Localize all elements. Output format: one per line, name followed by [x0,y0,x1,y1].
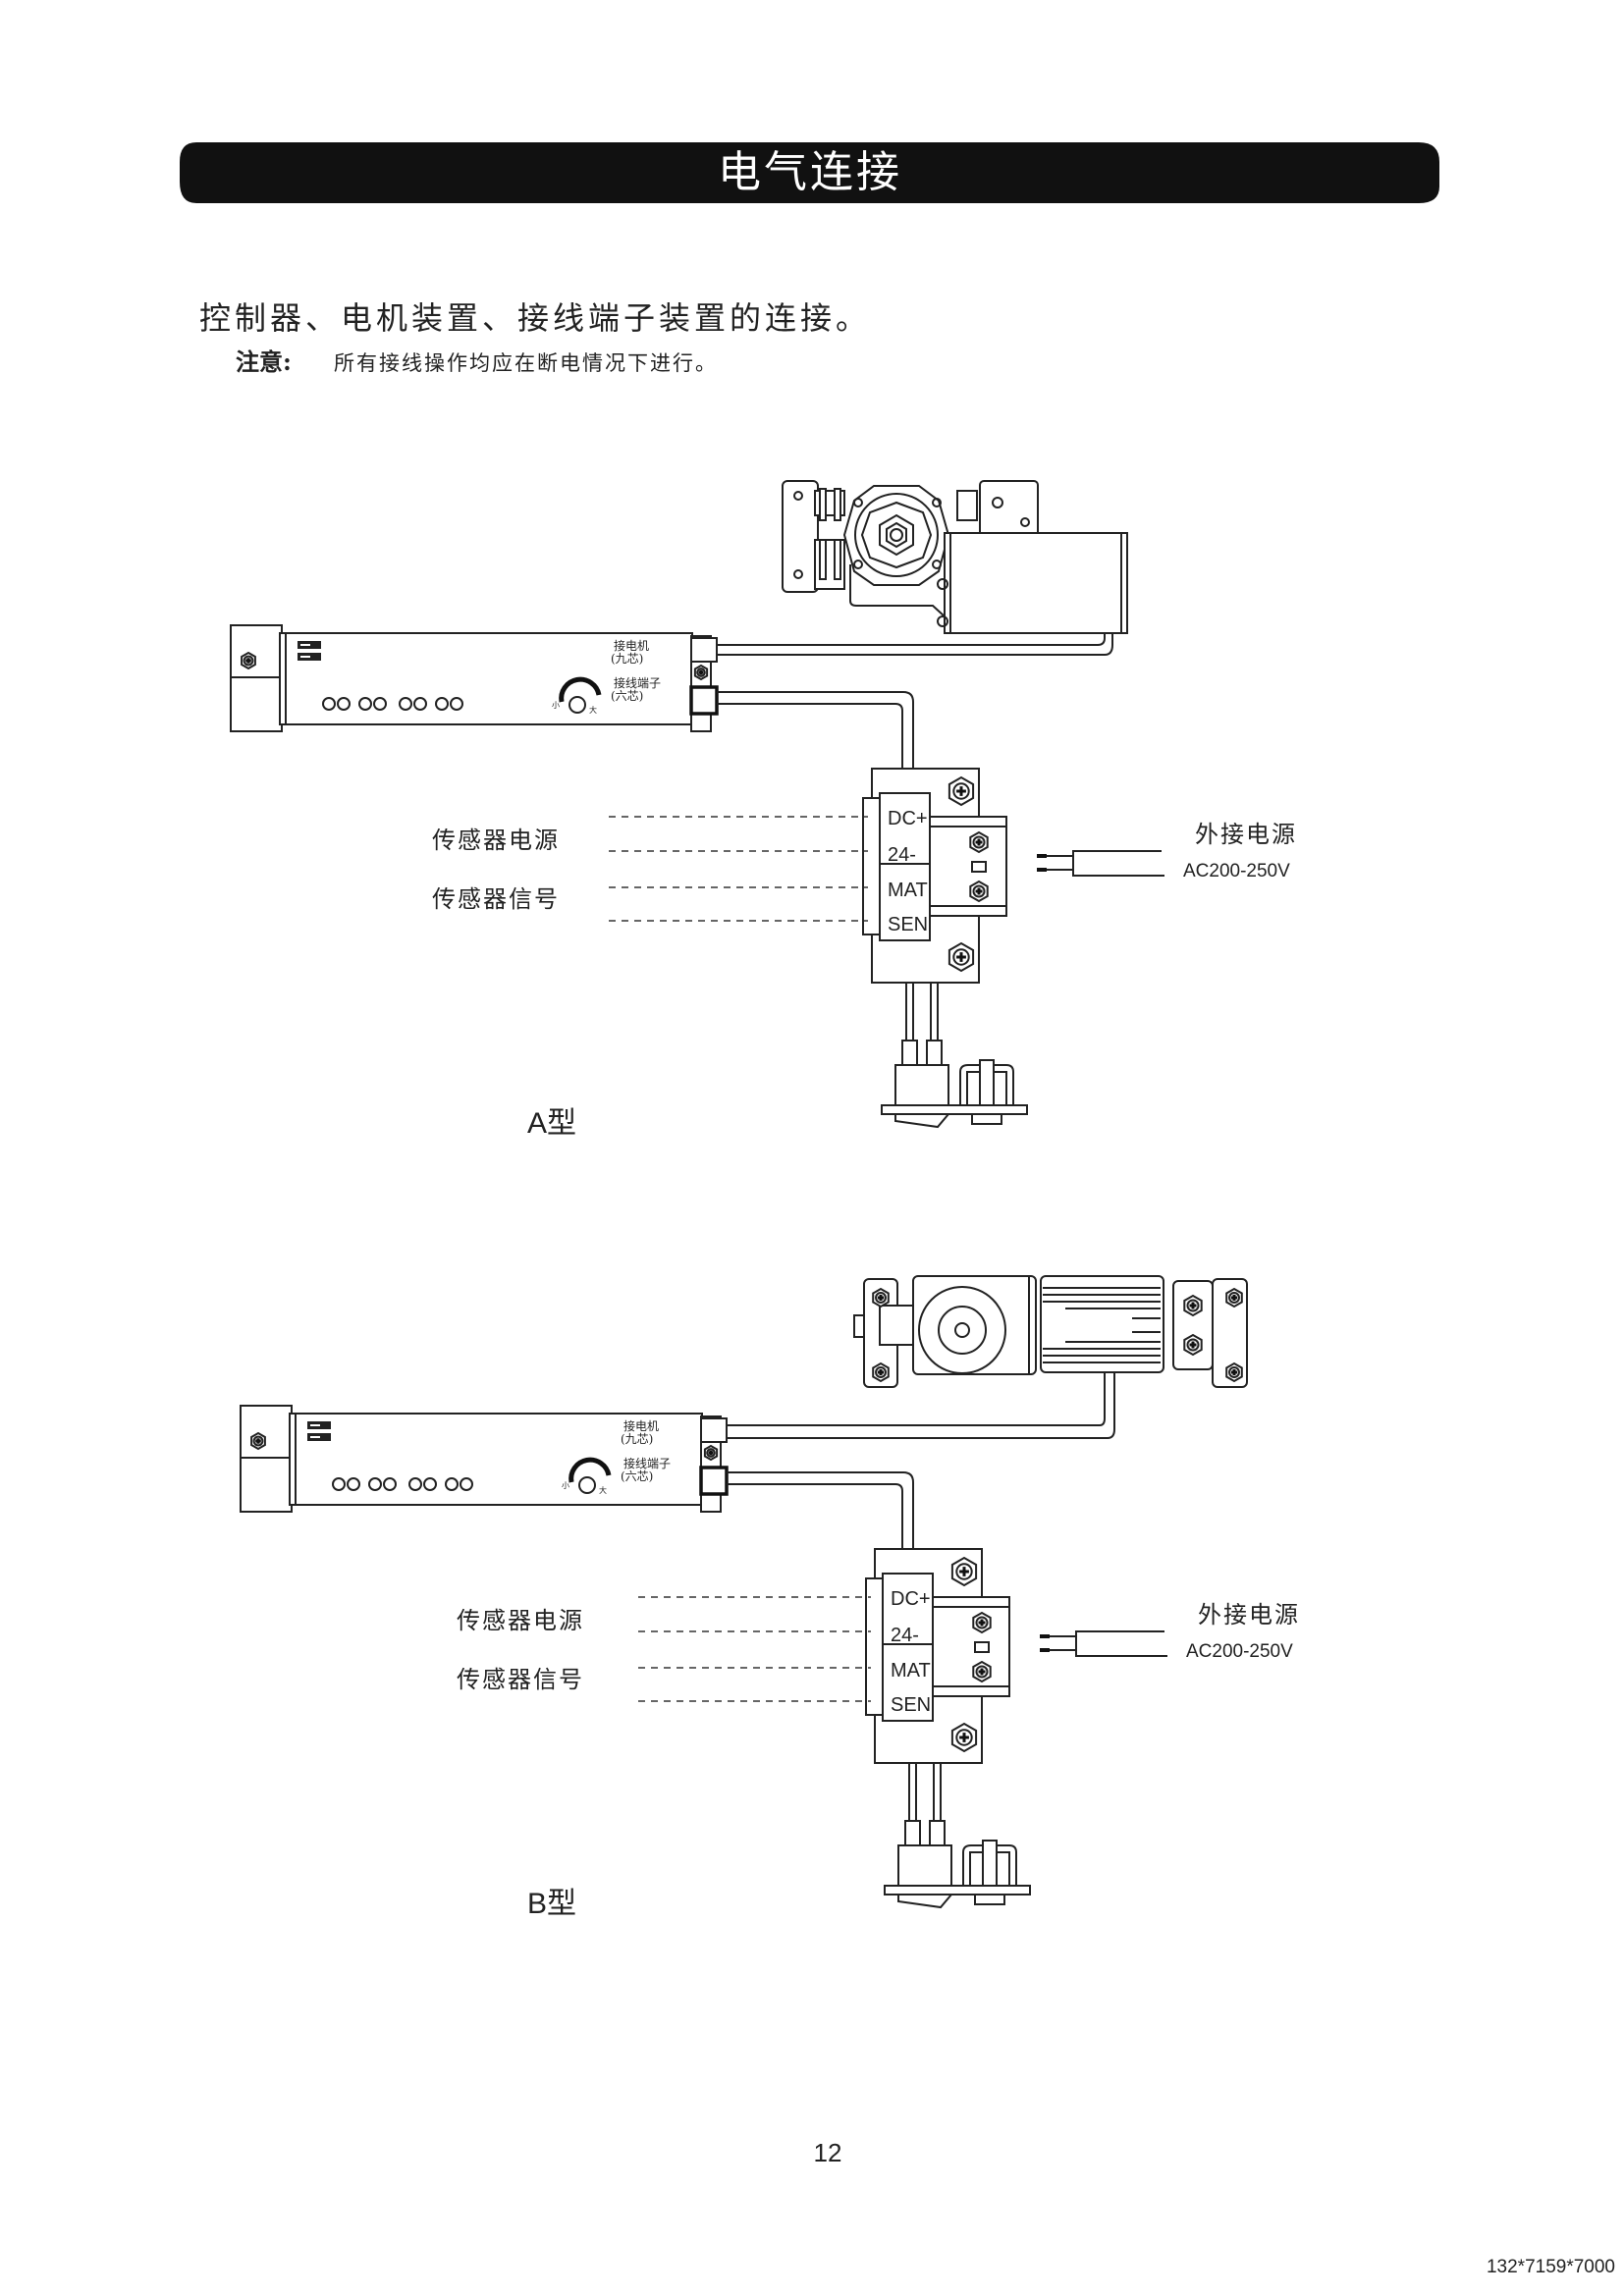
led-icon [347,1477,360,1491]
screw-icon [1183,1333,1203,1357]
led-icon [383,1477,397,1491]
controller: 小 大 接电机 (九芯) 接线端子 (六芯) [230,624,719,732]
wiring-diagram-b: 小 大 接电机 (九芯) 接线端子 (六芯) DC+ 24- MAT SEN [240,1405,1300,1920]
motor-port-sublabel: (九芯) [621,1432,653,1446]
knob-max-label: 大 [599,1485,607,1495]
terminal-pin-label: DC+ [888,808,928,829]
motor-b-screws [872,1287,1243,1383]
led-icon [358,697,372,711]
led-icon [408,1477,422,1491]
screw-icon [1183,1294,1203,1317]
external-power-label: 外接电源 [1195,821,1297,848]
ground-connector [881,983,1028,1129]
knob-min-label: 小 [562,1481,569,1490]
diagram-type-label: A型 [527,1107,576,1140]
screw-icon [1225,1287,1243,1308]
screw-icon [703,1444,719,1462]
terminal-block: DC+ 24- MAT SEN [865,1548,1010,1764]
motor-unit-a [782,480,1128,634]
led-icon [445,1477,459,1491]
screw-icon [972,1660,992,1683]
sensor-signal-label: 传感器信号 [457,1666,584,1693]
motor-port-sublabel: (九芯) [611,652,643,666]
knob-min-label: 小 [552,701,560,710]
sensor-power-label: 传感器电源 [457,1607,584,1634]
terminal-pin-label: 24- [891,1625,919,1646]
sensor-power-label: 传感器电源 [432,827,560,854]
terminal-pin-label: SEN [888,914,928,935]
terminal-pin-label: SEN [891,1694,931,1716]
screw-icon [972,1611,992,1634]
terminal-port-label: 接线端子 [623,1456,671,1470]
led-icon [332,1477,346,1491]
power-cable [1037,850,1164,877]
led-icon [450,697,463,711]
dip-switch-icon[interactable] [307,1421,331,1441]
external-power-label: 外接电源 [1198,1601,1300,1629]
led-icon [337,697,351,711]
terminal-port-sublabel: (六芯) [611,689,643,703]
note-label: 注意: [236,347,292,376]
terminal-port-label: 接线端子 [614,675,661,690]
screw-icon [950,1722,978,1753]
diagram-type-label: B型 [527,1888,576,1920]
terminal-block: DC+ 24- MAT SEN [862,768,1007,984]
section-header: 电气连接 [180,142,1439,203]
sensor-signal-label: 传感器信号 [432,885,560,913]
terminal-pin-label: MAT [891,1660,931,1682]
motor-port-label: 接电机 [614,638,649,653]
screw-icon [969,880,989,903]
led-icon [373,697,387,711]
page-number: 12 [814,2138,842,2167]
screw-icon [1225,1362,1243,1383]
motor-unit-b [853,1275,1248,1388]
led-icon [423,1477,437,1491]
screw-icon [947,941,975,973]
terminal-pin-label: 24- [888,844,916,866]
screw-icon [693,664,709,681]
voltage-label: AC200-250V [1183,861,1290,881]
voltage-label: AC200-250V [1186,1641,1293,1662]
section-title: 电气连接 [718,147,902,197]
terminal-cable [727,1471,914,1574]
wiring-diagram-a: 小 大 接电机 (九芯) 接线端子 (六芯) DC+ 24- MAT SEN [230,624,1297,1140]
terminal-pin-label: DC+ [891,1588,931,1610]
screw-icon [250,1431,266,1451]
screw-icon [950,1556,978,1587]
screw-icon [872,1287,890,1308]
dip-switch-icon[interactable] [298,641,321,661]
screw-icon [947,775,975,807]
indicator-leds [322,697,463,711]
led-icon [399,697,412,711]
speed-knob[interactable]: 小 大 [552,676,602,715]
footer-code: 132*7159*7000 [1487,2257,1615,2277]
screw-icon [241,651,256,670]
screw-icon [872,1362,890,1383]
terminal-port-sublabel: (六芯) [621,1469,653,1483]
controller: 小 大 接电机 (九芯) 接线端子 (六芯) [240,1405,729,1513]
note-text: 所有接线操作均应在断电情况下进行。 [334,351,718,375]
terminal-cable [717,691,914,793]
led-icon [368,1477,382,1491]
led-icon [435,697,449,711]
motor-port-label: 接电机 [623,1418,659,1433]
led-icon [413,697,427,711]
power-cable [1040,1630,1167,1657]
led-icon [460,1477,473,1491]
led-icon [322,697,336,711]
knob-max-label: 大 [589,705,597,715]
indicator-leds [332,1477,473,1491]
screw-icon [969,830,989,854]
motor-cable-b [728,1372,1115,1439]
intro-heading: 控制器、电机装置、接线端子装置的连接。 [199,299,871,337]
ground-connector [884,1763,1031,1909]
speed-knob[interactable]: 小 大 [562,1457,612,1495]
terminal-pin-label: MAT [888,880,928,901]
motor-cable-a [715,633,1113,656]
